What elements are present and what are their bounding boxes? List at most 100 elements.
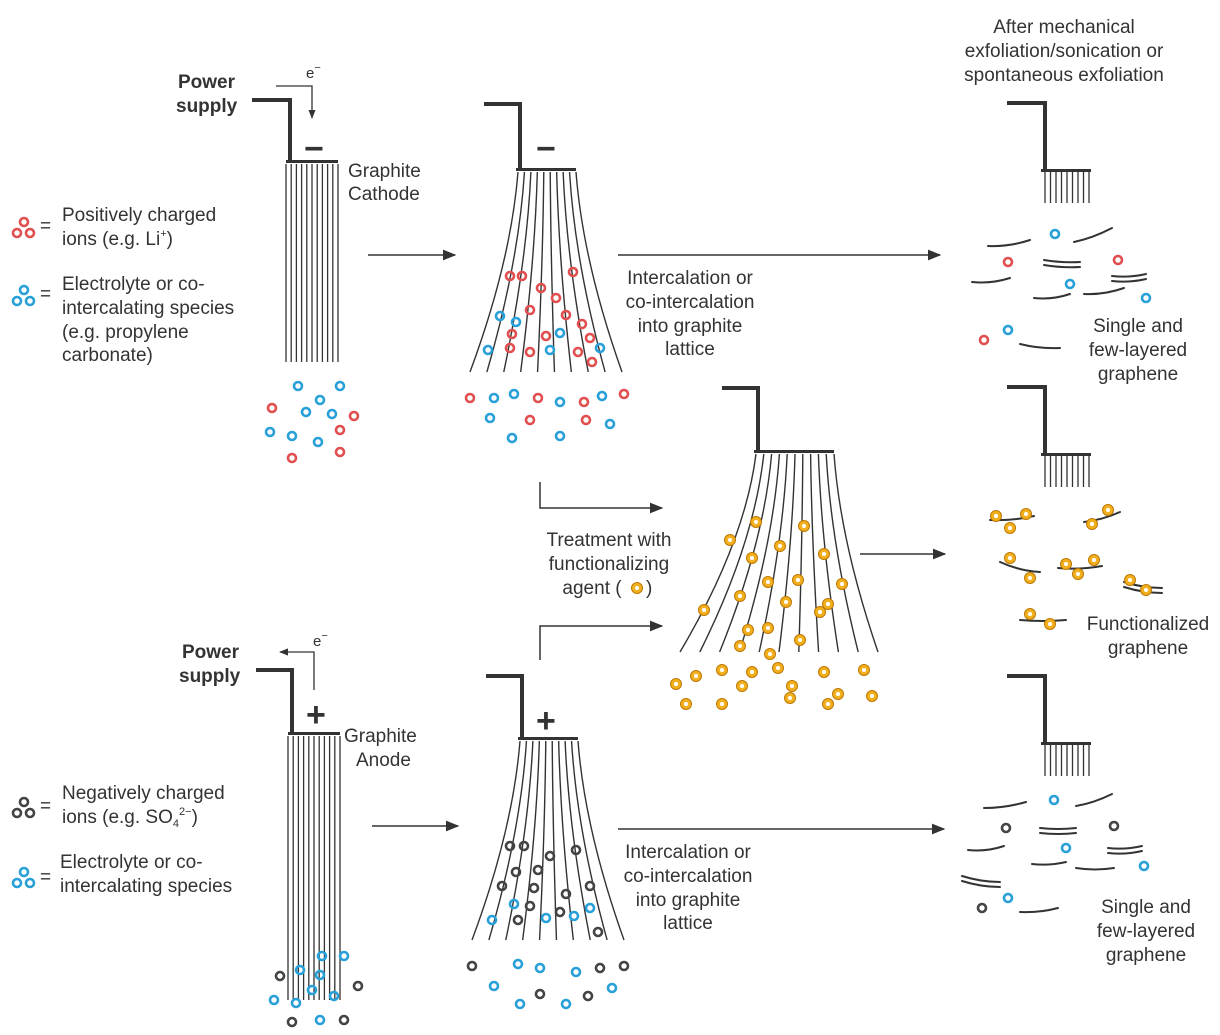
step-text: co-intercalation <box>624 866 753 887</box>
electrolyte-molecule <box>11 295 23 307</box>
electrolyte-molecule <box>1138 860 1150 872</box>
electrolyte-molecule <box>286 430 298 442</box>
functionalizing-agent-icon <box>818 666 830 678</box>
functionalizing-agent-icon <box>832 688 844 700</box>
positive-ion-legend-icon <box>11 216 36 239</box>
functionalizing-agent-icon <box>784 692 796 704</box>
step-text: lattice <box>663 913 713 934</box>
electrode-top-bar <box>1041 742 1091 745</box>
expanded-graphite-sheets <box>679 453 879 653</box>
negative-ion <box>528 882 540 894</box>
graphite-layer <box>471 740 521 941</box>
graphene-flake <box>1019 343 1061 350</box>
positive-ion <box>516 270 528 282</box>
step-text: into graphite <box>636 890 741 911</box>
graphite-layer <box>825 453 859 653</box>
electrolyte-molecule <box>290 997 302 1009</box>
negative-ion <box>582 990 594 1002</box>
electrolyte-molecule <box>596 390 608 402</box>
functionalizing-agent-icon <box>1060 558 1072 570</box>
electrolyte-molecule <box>488 392 500 404</box>
functionalizing-agent-icon <box>1102 504 1114 516</box>
graphene-flake <box>961 875 1001 883</box>
product-text: few-layered <box>1097 921 1195 942</box>
functionalizing-agent-icon <box>716 698 728 710</box>
positive-ion <box>266 402 278 414</box>
graphite-layer <box>549 171 556 373</box>
functionalizing-agent-icon <box>814 606 826 618</box>
electron-label: e− <box>313 630 328 650</box>
graphite-anode <box>287 736 341 1000</box>
power-supply-label: Power <box>178 72 236 93</box>
negative-ion <box>352 980 364 992</box>
expanded-anode-wire <box>486 674 524 738</box>
step-text: co-intercalation <box>626 292 755 313</box>
electrode-label: Graphite <box>344 726 417 747</box>
positive-ion <box>560 309 572 321</box>
graphite-layer <box>562 171 589 373</box>
graphite-layer <box>809 453 820 653</box>
functionalizing-agent-icon <box>822 598 834 610</box>
graphite-layer <box>538 740 547 941</box>
exfoliated-electrode <box>1007 385 1091 487</box>
graphene-flake <box>1043 264 1081 269</box>
functionalized-wire <box>722 386 760 452</box>
graphite-layer <box>555 171 573 373</box>
electrolyte-molecule <box>328 990 340 1002</box>
legend-label: intercalating species <box>62 298 234 319</box>
electrolyte-molecule <box>534 962 546 974</box>
graphene-flake <box>1043 259 1081 264</box>
electron-flow-arrow <box>276 85 316 119</box>
electrode-top-bar <box>1041 169 1091 172</box>
negative-ion <box>274 970 286 982</box>
electrolyte-molecule <box>554 430 566 442</box>
positive-ion <box>535 282 547 294</box>
positive-ion <box>586 356 598 368</box>
negative-ion <box>286 1016 298 1028</box>
graphite-layer <box>486 171 526 373</box>
electrode-label: Graphite <box>348 161 421 182</box>
negative-terminal: − <box>304 130 324 168</box>
positive-ion <box>24 227 36 239</box>
positive-terminal: + <box>536 702 556 740</box>
positive-ion <box>532 392 544 404</box>
graphene-flake <box>987 239 1031 248</box>
functionalizing-agent-icon <box>1024 572 1036 584</box>
functionalizing-agent-icon <box>1088 554 1100 566</box>
electrolyte-molecule <box>606 982 618 994</box>
exfoliated-electrode <box>1007 101 1091 203</box>
electrolyte-molecule <box>264 426 276 438</box>
intercalated-ions <box>482 266 606 368</box>
legend-label: carbonate) <box>62 345 153 366</box>
negative-ion-legend-icon <box>11 796 36 819</box>
negative-ion <box>534 988 546 1000</box>
electrolyte-molecule <box>560 998 572 1010</box>
electron-label: e− <box>306 62 321 82</box>
functionalizing-agent-icon <box>762 576 774 588</box>
positive-ion <box>524 346 536 358</box>
graphite-layer <box>557 740 575 941</box>
electrolyte-molecule <box>508 898 520 910</box>
product-text: Functionalized <box>1087 614 1210 635</box>
step-text: lattice <box>665 339 715 360</box>
legend-label: ions (e.g. Li+) <box>62 228 173 250</box>
step-text: exfoliation/sonication or <box>965 41 1164 62</box>
step-text: into graphite <box>638 316 743 337</box>
positive-ion <box>504 342 516 354</box>
legend-equals: = <box>40 284 51 305</box>
electrolyte-molecule <box>1002 892 1014 904</box>
negative-ion <box>512 914 524 926</box>
legend-equals: = <box>40 216 51 237</box>
negative-ion <box>532 864 544 876</box>
product-text: Single and <box>1093 316 1183 337</box>
legend-label: Electrolyte or co- <box>60 852 203 873</box>
graphene-flake <box>1033 293 1071 300</box>
electrolyte-molecule <box>554 396 566 408</box>
ion-cloud <box>264 380 360 464</box>
step-text: functionalizing <box>549 554 669 575</box>
electrolyte-molecule <box>1002 324 1014 336</box>
positive-ion <box>348 410 360 422</box>
legend-equals: = <box>40 796 51 817</box>
positive-ion <box>464 392 476 404</box>
graphite-layer <box>570 740 608 941</box>
